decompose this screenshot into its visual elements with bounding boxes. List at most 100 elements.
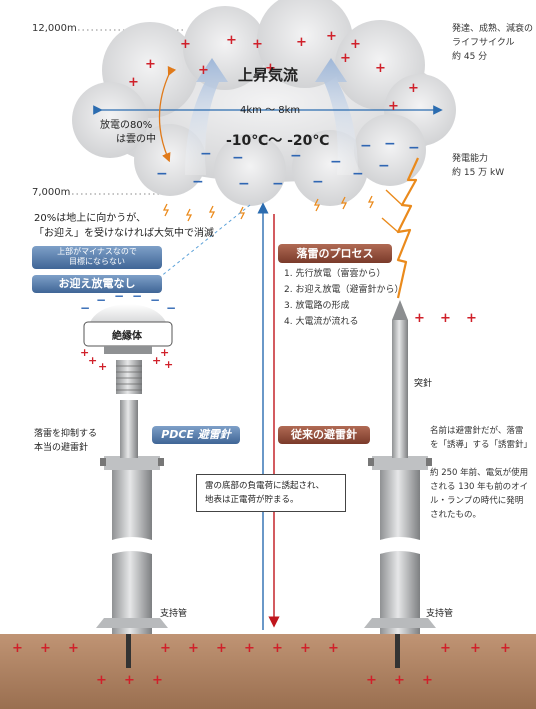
ground-bound-note-line2: 「お迎え」を受けなければ大気中で消滅 (34, 228, 214, 239)
svg-text:+: + (265, 61, 276, 76)
pdce-no-target-line2: 目標にならない (69, 257, 125, 266)
svg-text:−: − (312, 174, 324, 190)
lifecycle-line3: 約 45 分 (452, 52, 488, 62)
updraft-title: 上昇気流 (238, 66, 299, 84)
svg-text:+: + (500, 641, 511, 656)
svg-text:+: + (152, 673, 163, 688)
svg-text:+: + (124, 673, 135, 688)
pdce-title-badge: PDCE 避雷針 (152, 426, 240, 444)
conventional-desc-2: を「誘導」する「誘雷針」 (430, 440, 533, 450)
pdce-top-negative-charges: −−− −−− (80, 289, 176, 315)
svg-text:+: + (300, 641, 311, 656)
cloud-positive-charges: +++ +++ +++ +++ ++ (128, 29, 419, 114)
svg-text:+: + (350, 37, 361, 52)
svg-text:+: + (88, 354, 97, 367)
spark-marks (162, 195, 375, 222)
svg-text:+: + (440, 311, 451, 326)
lifecycle-line2: ライフサイクル (452, 38, 515, 48)
svg-text:+: + (198, 63, 209, 78)
altitude-base-label: 7,000m (32, 187, 71, 198)
ground-positive-charges: +++ +++ +++ ++++ +++ +++ (12, 641, 511, 688)
svg-text:+: + (252, 37, 263, 52)
discharge-ratio-line1: 放電の80% (100, 120, 153, 131)
conventional-desc-1: 名前は避雷針だが、落雷 (430, 426, 524, 436)
svg-text:+: + (128, 75, 139, 90)
svg-text:+: + (188, 641, 199, 656)
svg-text:+: + (366, 673, 377, 688)
svg-text:−: − (378, 158, 390, 174)
svg-text:−: − (166, 301, 176, 315)
svg-text:+: + (226, 33, 237, 48)
svg-text:+: + (160, 346, 169, 359)
pdce-support-label: 支持管 (160, 609, 188, 619)
svg-text:+: + (388, 99, 399, 114)
cloud-temperature: -10℃～ -20℃ (226, 133, 330, 149)
svg-text:−: − (272, 176, 284, 192)
process-step-1: 1. 先行放電（雷雲から） (284, 269, 386, 279)
discharge-ratio-line2: は雲の中 (116, 134, 156, 145)
ground-charge-note: 雷の底部の負電荷に誘起され、 地表は正電荷が貯まる。 (196, 474, 346, 512)
ground-charge-note-line1: 雷の底部の負電荷に誘起され、 (205, 481, 325, 491)
pdce-no-target-line1: 上部がマイナスなので (57, 247, 137, 256)
svg-text:−: − (384, 136, 396, 152)
insulator-label: 絶縁体 (112, 331, 142, 342)
lightning-bolt-branch (381, 189, 403, 233)
pdce-lightning-rod (83, 304, 173, 668)
rod-tip-positive-charges: + + + (414, 311, 477, 326)
svg-text:−: − (232, 150, 244, 166)
svg-text:−: − (330, 154, 342, 170)
pdce-lower-positive-charges: +++ +++ (80, 346, 173, 373)
svg-text:+: + (164, 358, 173, 371)
cloud-negative-charges: −−− −−− −−− −−− −− (156, 136, 420, 192)
svg-text:+: + (98, 360, 107, 373)
conventional-support-label: 支持管 (426, 609, 454, 619)
conventional-desc-5: される 130 年も前のオイ (430, 482, 529, 492)
svg-text:+: + (96, 673, 107, 688)
ground (0, 634, 536, 709)
no-upward-dashed-line (149, 204, 251, 286)
process-step-4: 4. 大電流が流れる (284, 317, 359, 327)
conventional-desc-6: ル・ランプの時代に発明 (430, 496, 524, 506)
altitude-top-label: 12,000m (32, 23, 77, 34)
svg-text:+: + (152, 354, 161, 367)
discharge-curve-arrow (158, 65, 177, 163)
svg-text:+: + (272, 641, 283, 656)
svg-text:−: − (156, 166, 168, 182)
rod-tip-label: 突針 (414, 379, 433, 389)
svg-text:−: − (352, 166, 364, 182)
svg-text:−: − (132, 289, 142, 303)
cloud-width-label: 4km ～ 8km (240, 105, 301, 116)
svg-text:+: + (422, 673, 433, 688)
svg-text:+: + (68, 641, 79, 656)
svg-text:+: + (408, 81, 419, 96)
ground-charge-note-line2: 地表は正電荷が貯まる。 (205, 495, 299, 505)
svg-text:−: − (114, 289, 124, 303)
updraft-arrow-left (185, 58, 228, 175)
svg-text:+: + (328, 641, 339, 656)
svg-text:+: + (466, 311, 477, 326)
pdce-desc-line2: 本当の避雷針 (34, 443, 89, 453)
svg-text:−: − (150, 293, 160, 307)
svg-text:+: + (394, 673, 405, 688)
svg-text:−: − (290, 148, 302, 164)
capacity-line2: 約 15 万 kW (452, 168, 505, 178)
svg-text:+: + (80, 346, 89, 359)
svg-text:−: − (238, 176, 250, 192)
process-step-2: 2. お迎え放電（避雷針から） (284, 285, 404, 295)
svg-text:+: + (244, 641, 255, 656)
svg-text:+: + (296, 35, 307, 50)
svg-text:+: + (40, 641, 51, 656)
lifecycle-line1: 発達、成熟、減衰の (452, 24, 534, 34)
svg-text:−: − (360, 138, 372, 154)
conventional-title-badge: 従来の避雷針 (278, 426, 370, 444)
svg-text:+: + (414, 311, 425, 326)
updraft-arrow-right (315, 58, 358, 175)
svg-text:+: + (216, 641, 227, 656)
process-title-badge: 落雷のプロセス (278, 244, 392, 263)
svg-text:+: + (375, 61, 386, 76)
conventional-lightning-rod (364, 300, 436, 668)
pdce-desc-line1: 落雷を抑制する (34, 429, 98, 439)
process-step-3: 3. 放電路の形成 (284, 301, 350, 311)
pdce-no-target-badge: 上部がマイナスなので 目標にならない (32, 246, 162, 269)
